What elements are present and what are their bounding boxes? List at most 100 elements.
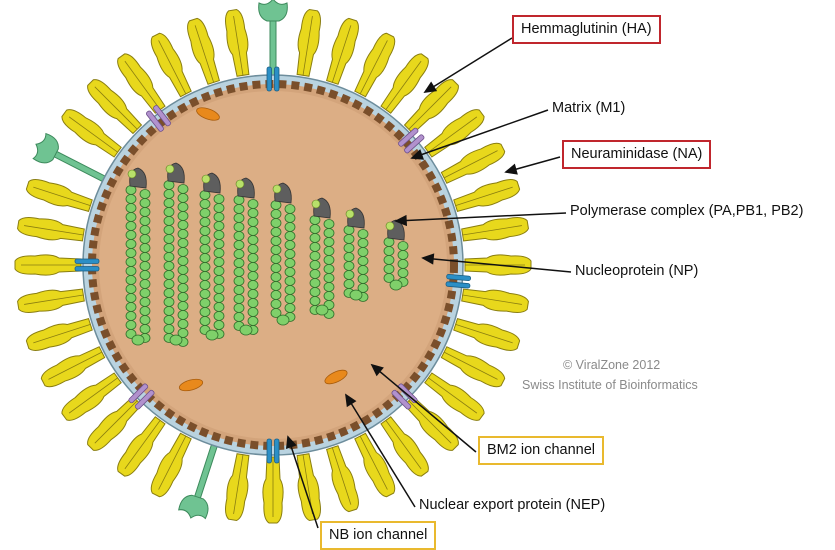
np-bead bbox=[270, 254, 282, 264]
np-bead bbox=[270, 299, 282, 309]
ha-spike bbox=[296, 9, 322, 77]
np-bead bbox=[270, 272, 282, 282]
polymerase-subunit bbox=[235, 179, 245, 189]
np-bead bbox=[309, 278, 321, 288]
np-bead bbox=[323, 228, 335, 238]
np-bead bbox=[239, 324, 253, 336]
np-bead bbox=[284, 285, 296, 295]
pointer-line bbox=[287, 436, 319, 529]
ha-spike bbox=[14, 254, 82, 276]
np-bead bbox=[213, 266, 225, 276]
np-bead bbox=[213, 257, 225, 267]
np-bead bbox=[139, 252, 151, 262]
credit-copyright: © ViralZone 2012 bbox=[563, 358, 661, 372]
pointer-arrowhead bbox=[345, 393, 357, 408]
ha-spike bbox=[453, 318, 521, 351]
np-bead bbox=[213, 239, 225, 249]
np-bead bbox=[343, 270, 355, 280]
ha-spike bbox=[61, 372, 122, 421]
np-bead bbox=[177, 256, 189, 266]
ha-spike bbox=[440, 142, 506, 184]
np-bead bbox=[125, 284, 137, 294]
np-bead bbox=[323, 264, 335, 274]
np-bead bbox=[163, 243, 175, 253]
label-nucleoprotein: Nucleoprotein (NP) bbox=[575, 263, 699, 279]
np-bead bbox=[163, 288, 175, 298]
np-bead bbox=[357, 247, 369, 257]
np-bead bbox=[139, 279, 151, 289]
ha-spike bbox=[380, 53, 429, 114]
np-bead bbox=[177, 301, 189, 311]
np-bead bbox=[177, 193, 189, 203]
np-bead bbox=[397, 268, 409, 278]
np-bead bbox=[131, 334, 145, 346]
np-bead bbox=[163, 198, 175, 208]
np-bead bbox=[199, 208, 211, 218]
np-bead bbox=[247, 271, 259, 281]
np-bead bbox=[177, 319, 189, 329]
np-bead bbox=[397, 241, 409, 251]
ha-spike bbox=[87, 79, 143, 135]
nb-ion-channel bbox=[266, 438, 280, 464]
np-bead bbox=[205, 329, 219, 341]
np-bead bbox=[247, 289, 259, 299]
np-bead bbox=[247, 226, 259, 236]
np-bead bbox=[139, 297, 151, 307]
np-bead bbox=[139, 225, 151, 235]
np-bead bbox=[284, 303, 296, 313]
np-bead bbox=[125, 275, 137, 285]
label-nuclear-export-protein: Nuclear export protein (NEP) bbox=[419, 497, 606, 513]
np-bead bbox=[125, 194, 137, 204]
pointer-arrowhead bbox=[394, 214, 408, 227]
np-bead bbox=[247, 199, 259, 209]
np-bead bbox=[125, 239, 137, 249]
ha-spike bbox=[224, 9, 250, 77]
np-bead bbox=[163, 207, 175, 217]
np-bead bbox=[284, 276, 296, 286]
pointer-line bbox=[371, 364, 477, 453]
np-bead bbox=[125, 230, 137, 240]
ha-spike bbox=[380, 416, 429, 477]
np-bead bbox=[247, 307, 259, 317]
np-bead bbox=[213, 248, 225, 258]
ha-spike bbox=[354, 432, 396, 498]
np-bead bbox=[233, 231, 245, 241]
label-polymerase-complex: Polymerase complex (PA,PB1, PB2) bbox=[570, 203, 804, 219]
np-bead bbox=[247, 253, 259, 263]
rnp-segment bbox=[163, 162, 189, 347]
np-bead bbox=[199, 235, 211, 245]
ha-spike bbox=[17, 216, 85, 242]
np-bead bbox=[213, 221, 225, 231]
rnp-segment bbox=[270, 182, 296, 326]
np-bead bbox=[247, 298, 259, 308]
polymerase-subunit bbox=[272, 184, 282, 194]
np-bead bbox=[163, 252, 175, 262]
na-spike bbox=[258, 0, 288, 79]
nuclear-export-proteins bbox=[178, 107, 348, 392]
rnp-segment bbox=[309, 197, 335, 319]
np-bead bbox=[139, 324, 151, 334]
np-bead bbox=[177, 265, 189, 275]
np-bead bbox=[199, 199, 211, 209]
np-bead bbox=[383, 264, 395, 274]
np-bead bbox=[163, 261, 175, 271]
surface-spikes bbox=[14, 0, 532, 524]
np-bead bbox=[343, 234, 355, 244]
ha-spike bbox=[150, 32, 192, 98]
np-bead bbox=[247, 208, 259, 218]
pointer-arrowhead bbox=[423, 81, 438, 93]
pointer-line bbox=[345, 394, 416, 508]
np-bead bbox=[125, 203, 137, 213]
np-bead bbox=[213, 203, 225, 213]
np-bead bbox=[177, 238, 189, 248]
np-bead bbox=[270, 236, 282, 246]
np-bead bbox=[309, 260, 321, 270]
pointer-arrowhead bbox=[504, 163, 518, 175]
label-matrix: Matrix (M1) bbox=[552, 100, 626, 116]
ha-spike bbox=[224, 453, 250, 521]
np-bead bbox=[357, 274, 369, 284]
ha-spike bbox=[354, 32, 396, 98]
np-bead bbox=[199, 316, 211, 326]
np-bead bbox=[177, 310, 189, 320]
np-bead bbox=[177, 229, 189, 239]
